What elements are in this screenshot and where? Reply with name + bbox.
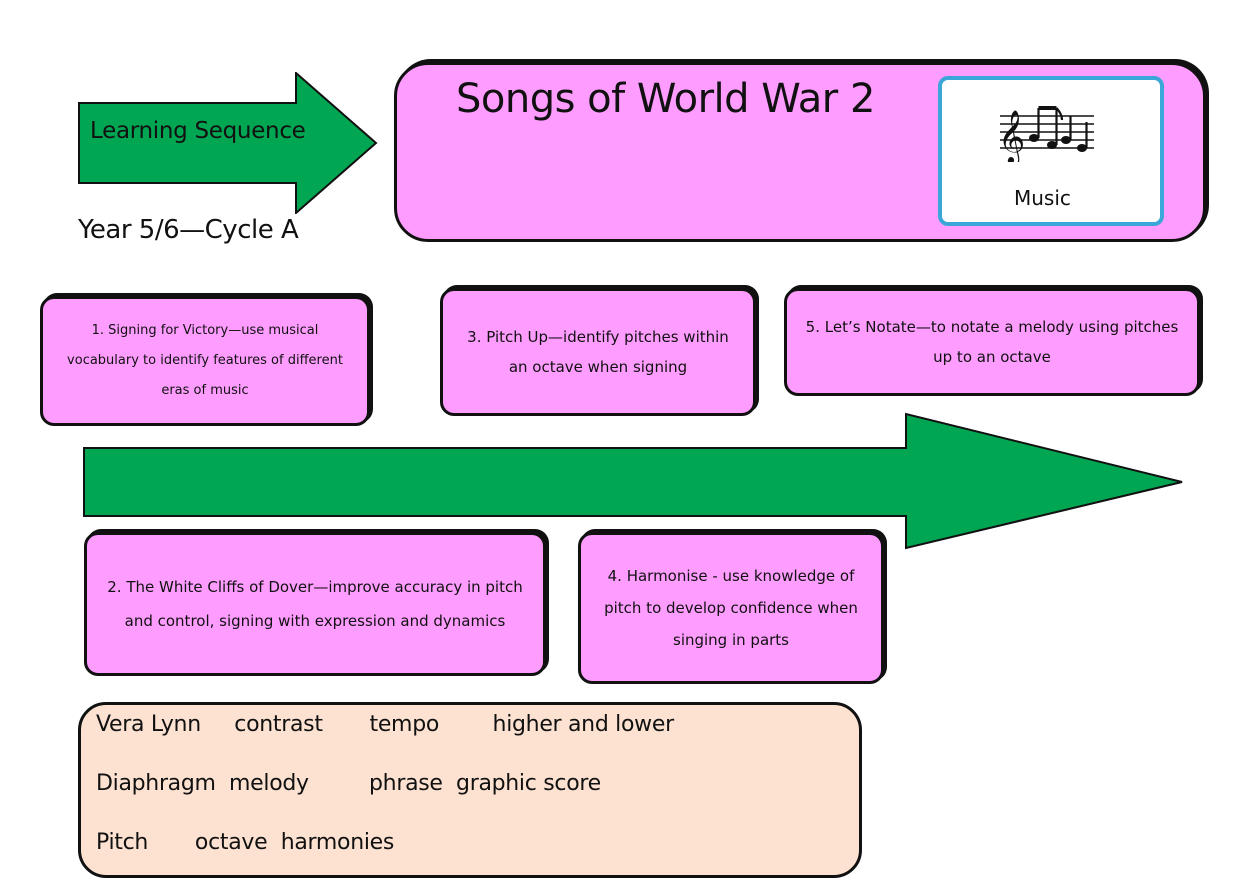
timeline-arrow <box>83 412 1183 550</box>
step-4-box: 4. Harmonise - use knowledge of pitch to… <box>578 532 884 684</box>
page-title: Songs of World War 2 <box>456 76 875 122</box>
year-cycle-label: Year 5/6—Cycle A <box>78 215 299 245</box>
step-5-box: 5. Let’s Notate—to notate a melody using… <box>784 288 1200 396</box>
step-3-text: 3. Pitch Up—identify pitches within an o… <box>467 328 729 376</box>
step-4-text: 4. Harmonise - use knowledge of pitch to… <box>604 567 858 649</box>
step-3-box: 3. Pitch Up—identify pitches within an o… <box>440 288 756 416</box>
step-1-box: 1. Signing for Victory—use musical vocab… <box>40 296 370 426</box>
vocabulary-panel <box>78 702 862 878</box>
step-1-text: 1. Signing for Victory—use musical vocab… <box>67 323 343 398</box>
learning-sequence-arrow <box>78 72 378 214</box>
subject-card <box>938 76 1164 226</box>
svg-text:𝄞: 𝄞 <box>998 109 1025 162</box>
music-notes-icon: 𝄞 <box>998 106 1094 162</box>
learning-sequence-label: Learning Sequence <box>90 118 306 144</box>
vocabulary-row: Vera Lynn contrast tempo higher and lowe… <box>96 712 674 737</box>
vocabulary-row: Diaphragm melody phrase graphic score <box>96 771 601 796</box>
step-2-text: 2. The White Cliffs of Dover—improve acc… <box>107 578 523 630</box>
vocabulary-row: Pitch octave harmonies <box>96 830 395 855</box>
step-5-text: 5. Let’s Notate—to notate a melody using… <box>805 318 1179 366</box>
step-2-box: 2. The White Cliffs of Dover—improve acc… <box>84 532 546 676</box>
subject-label: Music <box>1014 186 1071 210</box>
